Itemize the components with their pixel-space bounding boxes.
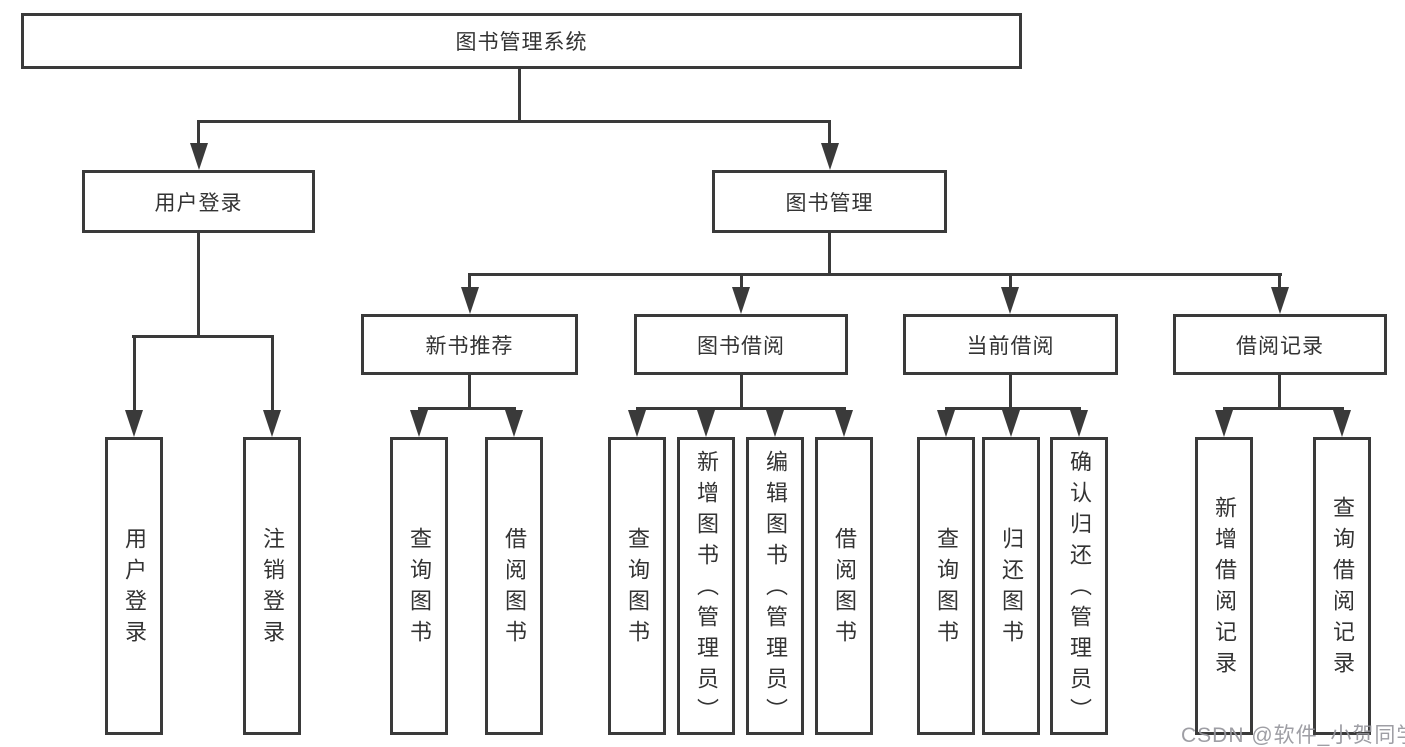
leaf-add-borrow-record: 新增借阅记录 [1195, 437, 1253, 735]
connector-line [1223, 407, 1344, 410]
arrow-down-icon [732, 287, 750, 314]
node-root: 图书管理系统 [21, 13, 1022, 69]
arrow-down-icon [1215, 410, 1233, 437]
arrow-down-icon [1070, 410, 1088, 437]
leaf-query-borrow-record: 查询借阅记录 [1313, 437, 1371, 735]
arrow-down-icon [628, 410, 646, 437]
arrow-down-icon [835, 410, 853, 437]
leaf-edit-books-admin: 编辑图书（管理员） [746, 437, 804, 735]
arrow-down-icon [1001, 287, 1019, 314]
connector-line [1009, 273, 1012, 289]
connector-line [133, 335, 136, 411]
leaf-logout: 注销登录 [243, 437, 301, 735]
leaf-query-books: 查询图书 [390, 437, 448, 735]
arrow-down-icon [766, 410, 784, 437]
leaf-borrow-books: 借阅图书 [815, 437, 873, 735]
connector-line [828, 233, 831, 275]
arrow-down-icon [937, 410, 955, 437]
arrow-down-icon [697, 410, 715, 437]
arrow-down-icon [125, 410, 143, 437]
connector-line [468, 374, 471, 410]
leaf-user-login: 用户登录 [105, 437, 163, 735]
connector-line [197, 120, 831, 123]
node-current-borrow: 当前借阅 [903, 314, 1118, 375]
watermark: CSDN @软件_小贺同学 [1181, 724, 1405, 747]
leaf-query-books: 查询图书 [608, 437, 666, 735]
leaf-return-books: 归还图书 [982, 437, 1040, 735]
connector-line [271, 335, 274, 411]
node-user-login: 用户登录 [82, 170, 315, 233]
connector-line [197, 120, 200, 146]
leaf-query-books: 查询图书 [917, 437, 975, 735]
arrow-down-icon [1002, 410, 1020, 437]
node-book-management: 图书管理 [712, 170, 947, 233]
node-new-book-recommend: 新书推荐 [361, 314, 578, 375]
node-borrow-records: 借阅记录 [1173, 314, 1387, 375]
connector-line [132, 335, 274, 338]
leaf-borrow-books: 借阅图书 [485, 437, 543, 735]
arrow-down-icon [410, 410, 428, 437]
connector-line [518, 68, 521, 123]
arrow-down-icon [1271, 287, 1289, 314]
node-book-borrow: 图书借阅 [634, 314, 848, 375]
connector-line [1009, 374, 1012, 410]
connector-line [740, 374, 743, 410]
connector-line [468, 273, 471, 289]
connector-line [468, 273, 1282, 276]
connector-line [740, 273, 743, 289]
arrow-down-icon [1333, 410, 1351, 437]
arrow-down-icon [821, 143, 839, 170]
arrow-down-icon [190, 143, 208, 170]
arrow-down-icon [461, 287, 479, 314]
connector-line [197, 233, 200, 337]
connector-line [418, 407, 516, 410]
connector-line [1278, 273, 1281, 289]
arrow-down-icon [263, 410, 281, 437]
connector-line [636, 407, 846, 410]
connector-line [1278, 374, 1281, 410]
leaf-add-books-admin: 新增图书（管理员） [677, 437, 735, 735]
leaf-confirm-return-admin: 确认归还（管理员） [1050, 437, 1108, 735]
arrow-down-icon [505, 410, 523, 437]
connector-line [828, 120, 831, 146]
connector-line [945, 407, 1081, 410]
